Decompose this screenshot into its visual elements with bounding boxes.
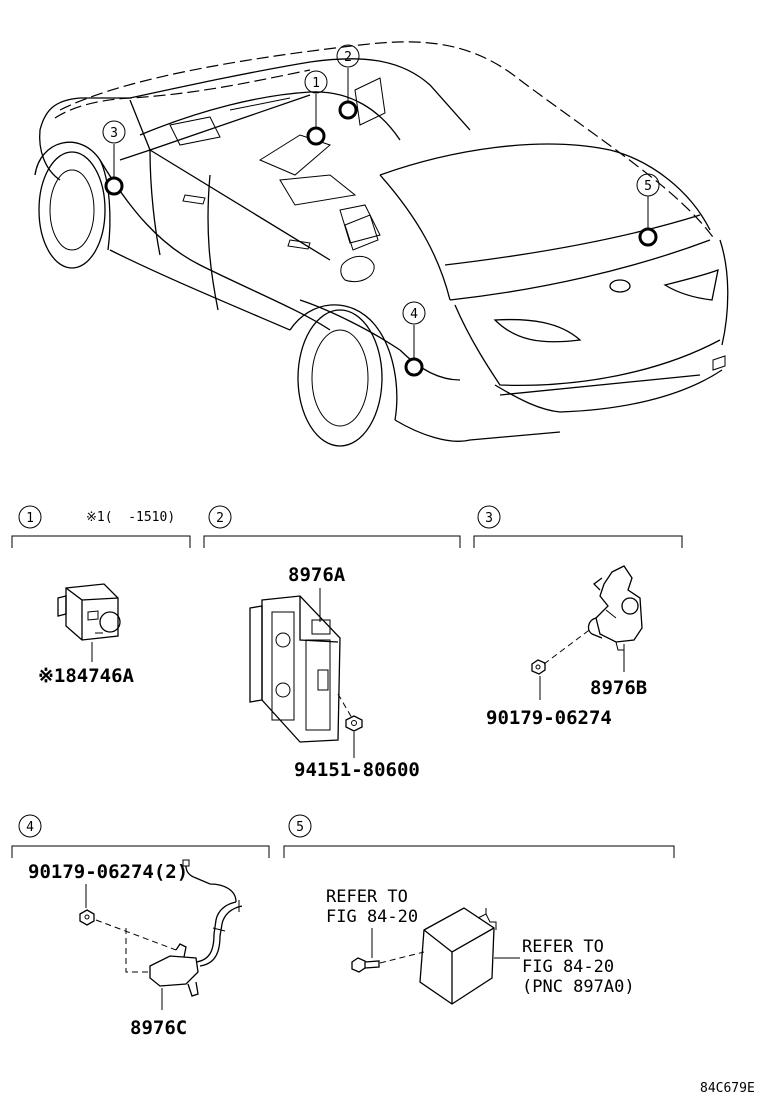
location-dot-3 xyxy=(104,176,124,196)
bolt xyxy=(351,957,380,973)
section-5: 5 REFER TO FIG 84-20 REFER TO FIG 84-20 … xyxy=(283,814,675,1005)
fig-label-b: FIG 84-20 xyxy=(522,957,614,977)
section-3: 3 8976B 90179-06274 xyxy=(473,505,683,729)
callout-5-label: 5 xyxy=(644,179,652,194)
fig-label-a: FIG 84-20 xyxy=(326,907,418,927)
callout-2-label: 2 xyxy=(344,50,352,65)
callout-3: 3 xyxy=(102,120,126,144)
part-label-84746A: ※184746A xyxy=(38,665,135,687)
section-5-number: 5 xyxy=(296,820,304,835)
location-dot-1 xyxy=(306,126,326,146)
section-1-number: 1 xyxy=(26,511,34,526)
figure-code: 84C679E xyxy=(700,1081,755,1096)
module-897A0 xyxy=(419,907,497,1005)
section-1-note: ※1( -1510) xyxy=(86,510,175,525)
nut-90179-06274-b xyxy=(79,909,95,926)
section-4-number: 4 xyxy=(26,820,34,835)
part-label-8976C: 8976C xyxy=(130,1017,187,1039)
callout-3-label: 3 xyxy=(110,126,118,141)
section-3-number: 3 xyxy=(485,511,493,526)
callout-4: 4 xyxy=(402,301,426,325)
refer-to-label-a: REFER TO xyxy=(326,887,408,907)
part-label-90179-06274-2: 90179-06274(2) xyxy=(28,861,188,883)
callout-1-label: 1 xyxy=(312,76,320,91)
section-4: 4 90179-06274(2) 8976C xyxy=(11,814,270,1039)
callout-4-label: 4 xyxy=(410,307,418,322)
location-dot-4 xyxy=(404,357,424,377)
part-label-94151-80600: 94151-80600 xyxy=(294,759,420,781)
part-label-8976B: 8976B xyxy=(590,677,647,699)
nut-90179-06274-a xyxy=(531,659,546,675)
location-dot-2 xyxy=(338,100,358,120)
callout-2: 2 xyxy=(336,44,360,68)
sensor-8976B xyxy=(587,565,643,651)
part-label-8976A: 8976A xyxy=(288,564,346,586)
location-dot-5 xyxy=(638,227,658,247)
car-illustration: 1 2 3 4 5 xyxy=(34,41,729,447)
nut-94151-80600 xyxy=(345,715,363,732)
section-2: 2 8976A 94151-80600 xyxy=(203,505,461,781)
section-1: 1 ※1( -1510) ※184746A xyxy=(11,505,191,687)
switch-84746A xyxy=(57,583,121,662)
part-label-90179-06274: 90179-06274 xyxy=(486,707,612,729)
section-2-number: 2 xyxy=(216,511,224,526)
ecu-8976A xyxy=(249,595,341,743)
pnc-label: (PNC 897A0) xyxy=(522,977,635,997)
sensor-8976C xyxy=(149,859,243,997)
refer-to-label-b: REFER TO xyxy=(522,937,604,957)
callout-1: 1 xyxy=(304,70,328,94)
callout-5: 5 xyxy=(636,173,660,197)
